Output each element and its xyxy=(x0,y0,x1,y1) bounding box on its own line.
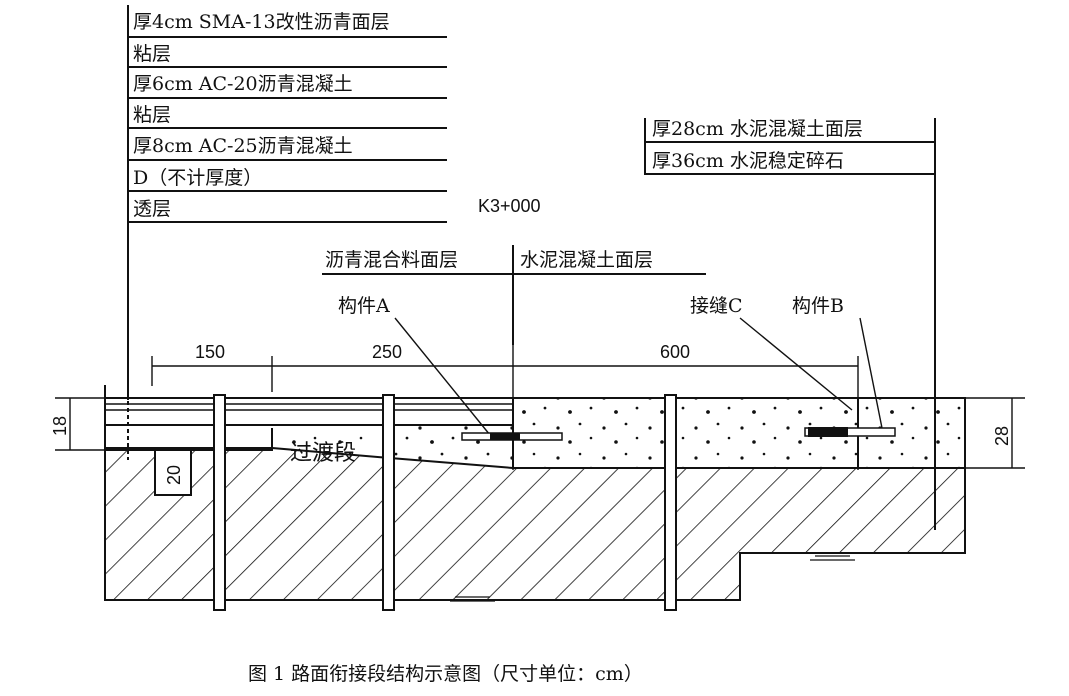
left-layer-table: 厚4cm SMA-13改性沥青面层 粘层 厚6cm AC-20沥青混凝土 粘层 … xyxy=(127,5,447,400)
station-label: K3+000 xyxy=(478,196,541,216)
concrete-surface-label: 水泥混凝土面层 xyxy=(520,249,653,271)
layer-label: 粘层 xyxy=(133,104,171,126)
component-b xyxy=(804,427,896,437)
component-a-core xyxy=(490,433,520,440)
dim-28: 28 xyxy=(992,426,1012,446)
asphalt-surface-label: 沥青混合料面层 xyxy=(325,249,458,271)
layer-label: 透层 xyxy=(133,198,171,220)
dim-20: 20 xyxy=(164,465,184,485)
dim-600: 600 xyxy=(660,342,690,362)
base-layer xyxy=(104,446,966,601)
layer-label: D（不计厚度） xyxy=(133,167,262,189)
component-b-core xyxy=(808,427,848,437)
joint-c-label: 接缝C xyxy=(690,295,743,317)
concrete-slab xyxy=(512,397,966,469)
asphalt-layers xyxy=(105,397,513,449)
layer-label: 厚8cm AC-25沥青混凝土 xyxy=(133,135,353,157)
layer-label: 厚6cm AC-20沥青混凝土 xyxy=(133,73,353,95)
layer-label: 厚28cm 水泥混凝土面层 xyxy=(652,118,863,140)
transition-fill xyxy=(390,425,513,465)
break-lines xyxy=(213,394,677,611)
dim-18: 18 xyxy=(50,416,70,436)
layer-label: 粘层 xyxy=(133,43,171,65)
component-b-label: 构件B xyxy=(792,295,844,317)
component-a-label: 构件A xyxy=(338,295,390,317)
layer-label: 厚36cm 水泥稳定碎石 xyxy=(652,150,844,172)
figure-caption: 图 1 路面衔接段结构示意图（尺寸单位：cm） xyxy=(248,663,643,685)
layer-label: 厚4cm SMA-13改性沥青面层 xyxy=(133,11,390,33)
dim-250: 250 xyxy=(372,342,402,362)
transition-label: 过渡段 xyxy=(290,441,356,466)
inner-dimension-box xyxy=(154,449,192,496)
right-layer-table: 厚28cm 水泥混凝土面层 厚36cm 水泥稳定碎石 xyxy=(644,118,936,530)
dim-150: 150 xyxy=(195,342,225,362)
right-height-dimension: 28 xyxy=(965,397,1025,469)
left-height-dimension: 18 xyxy=(50,397,105,451)
ground-symbol xyxy=(450,555,855,602)
